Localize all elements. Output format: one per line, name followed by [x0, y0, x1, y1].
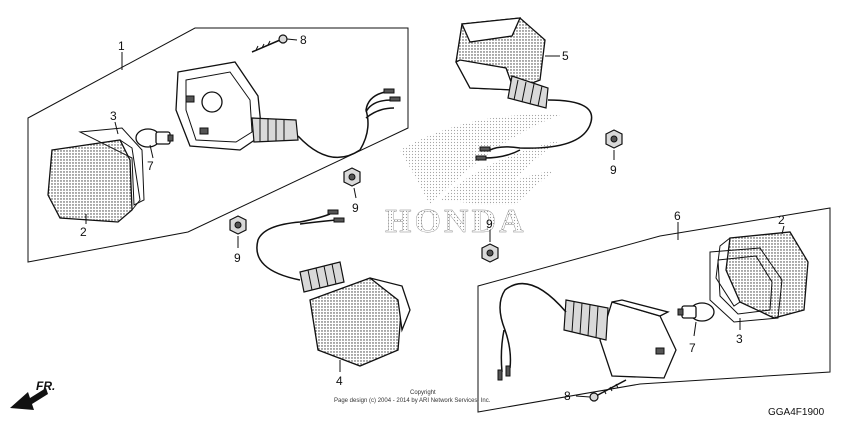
callout-8-bottom: 8	[564, 389, 571, 403]
callout-6: 6	[674, 209, 681, 223]
callout-9-center: 9	[352, 201, 359, 215]
callout-7-left: 7	[147, 159, 154, 173]
nut-center	[343, 167, 361, 187]
assembly-1-frame	[27, 27, 409, 263]
turn-signal-4	[299, 261, 411, 367]
lens-right	[715, 231, 809, 319]
front-direction-label: FR.	[36, 379, 55, 393]
screw-top	[251, 34, 288, 53]
housing-left	[175, 61, 299, 151]
callout-9-left: 9	[234, 251, 241, 265]
nut-right-center	[481, 243, 499, 263]
wire-harness-left	[297, 91, 395, 159]
wire-harness-5	[483, 99, 593, 159]
bulb-left	[135, 128, 174, 148]
turn-signal-5	[455, 17, 549, 109]
housing-right	[563, 299, 677, 379]
callout-4: 4	[336, 374, 343, 388]
nut-left	[229, 215, 247, 235]
callout-5: 5	[562, 49, 569, 63]
callout-1: 1	[118, 39, 125, 53]
callout-3-left: 3	[110, 109, 117, 123]
callout-8-top: 8	[300, 33, 307, 47]
wire-harness-4	[256, 213, 337, 281]
callout-2-left: 2	[80, 225, 87, 239]
gasket-left	[78, 127, 145, 206]
callout-9-right-center: 9	[486, 217, 493, 231]
diagram-code: GGA4F1900	[768, 407, 825, 418]
front-direction-arrow	[10, 388, 48, 410]
lens-left	[47, 139, 141, 223]
nut-right-top	[605, 129, 623, 149]
screw-bottom	[589, 379, 627, 402]
copyright-line-1: Copyright	[410, 390, 436, 396]
callout-3-right: 3	[736, 332, 743, 346]
callout-2-right: 2	[778, 213, 785, 227]
gasket-right	[709, 247, 783, 323]
callout-9-right-top: 9	[610, 163, 617, 177]
wire-harness-right	[499, 282, 567, 373]
assembly-6-frame	[477, 207, 831, 413]
bulb-right	[677, 302, 715, 322]
copyright-line-2: Page design (c) 2004 - 2014 by ARI Netwo…	[334, 398, 491, 404]
callout-7-right: 7	[689, 341, 696, 355]
honda-watermark-text: HONDA	[385, 203, 527, 240]
